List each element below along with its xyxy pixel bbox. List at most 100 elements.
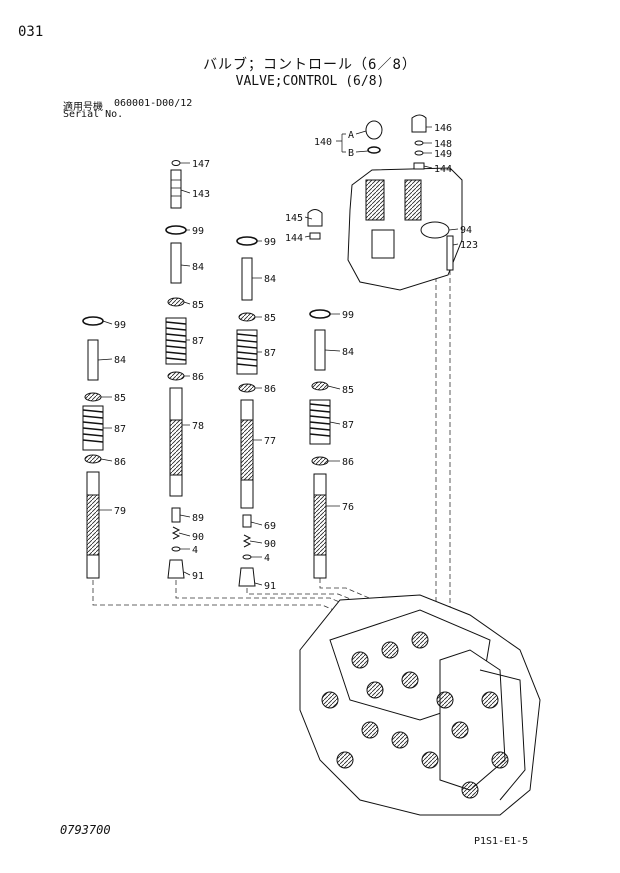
part-89 [171, 507, 181, 523]
part-86 [238, 383, 256, 393]
callout-87: 87 [342, 420, 354, 431]
callout-4: 4 [264, 553, 270, 564]
serial-label-jp: 適用号機 [63, 102, 103, 113]
callout-86: 86 [192, 372, 204, 383]
callout-99: 99 [264, 237, 276, 248]
part-85 [167, 297, 185, 307]
part-147 [171, 160, 181, 166]
part-140-A [365, 120, 383, 140]
callout-99: 99 [342, 310, 354, 321]
part-86 [311, 456, 329, 466]
part-99 [309, 309, 331, 319]
part-90 [171, 526, 181, 540]
cover-assembly [307, 114, 463, 291]
spool-column-1 [165, 160, 187, 579]
page-code: P1S1-E1-5 [474, 836, 529, 847]
page-title-jp: バルブ；コントロール（6／8） [203, 57, 417, 73]
callout-149: 149 [434, 149, 452, 160]
part-123 [446, 235, 454, 271]
callout-69: 69 [264, 521, 276, 532]
part-84 [241, 257, 253, 301]
callout-77: 77 [264, 436, 276, 447]
part-84 [170, 242, 182, 284]
part-145 [307, 209, 323, 227]
part-87 [309, 399, 331, 445]
callout-148: 148 [434, 139, 452, 150]
part-99 [82, 316, 104, 326]
callout-84: 84 [264, 274, 276, 285]
callout-140: 140 [314, 137, 332, 148]
callout-90: 90 [192, 532, 204, 543]
part-148 [414, 140, 424, 146]
part-87 [236, 329, 258, 375]
callout-85: 85 [192, 300, 204, 311]
part-4 [242, 554, 252, 560]
callout-86: 86 [342, 457, 354, 468]
callout-143: 143 [192, 189, 210, 200]
callout-84: 84 [114, 355, 126, 366]
callout-90: 90 [264, 539, 276, 550]
callout-99: 99 [192, 226, 204, 237]
part-87 [165, 317, 187, 365]
callout-labels: 147 143 99 84 85 87 86 78 89 90 4 91 99 … [114, 123, 478, 592]
callout-87: 87 [192, 336, 204, 347]
part-90 [242, 534, 252, 548]
callout-91: 91 [264, 581, 276, 592]
part-99 [165, 225, 187, 235]
callout-144: 144 [434, 164, 452, 175]
part-84 [87, 339, 99, 381]
callout-146: 146 [434, 123, 452, 134]
callout-84: 84 [192, 262, 204, 273]
part-146 [411, 114, 427, 133]
callout-85: 85 [342, 385, 354, 396]
callout-85: 85 [264, 313, 276, 324]
callout-123: 123 [460, 240, 478, 251]
callout-B: B [348, 148, 354, 159]
callout-79: 79 [114, 506, 126, 517]
callout-86: 86 [114, 457, 126, 468]
part-4 [171, 546, 181, 552]
callout-85: 85 [114, 393, 126, 404]
part-99 [236, 236, 258, 246]
part-91 [238, 567, 256, 587]
spool-column-2 [236, 236, 258, 587]
callout-4: 4 [192, 545, 198, 556]
part-144 [309, 232, 321, 240]
part-69 [242, 514, 252, 528]
doc-code: 0793700 [60, 823, 111, 837]
page-number: 031 [18, 24, 44, 40]
part-140-B [367, 146, 381, 154]
serial-label-en: Serial No. [63, 109, 124, 120]
part-85 [84, 392, 102, 402]
callout-99: 99 [114, 320, 126, 331]
callout-78: 78 [192, 421, 204, 432]
callout-87: 87 [264, 348, 276, 359]
callout-147: 147 [192, 159, 210, 170]
callout-A: A [348, 130, 354, 141]
callout-86: 86 [264, 384, 276, 395]
spool-column-3 [82, 316, 104, 579]
page-title-en: VALVE;CONTROL (6/8) [235, 74, 385, 89]
part-149 [414, 150, 424, 156]
callout-84: 84 [342, 347, 354, 358]
leader-lines [97, 126, 459, 586]
part-87 [82, 405, 104, 451]
serial-range: 060001-D00/12 [114, 98, 193, 109]
callout-94: 94 [460, 225, 472, 236]
callout-145: 145 [285, 213, 303, 224]
callout-144: 144 [285, 233, 303, 244]
callout-91: 91 [192, 571, 204, 582]
part-84 [314, 329, 326, 371]
callout-76: 76 [342, 502, 354, 513]
callout-87: 87 [114, 424, 126, 435]
part-86 [167, 371, 185, 381]
part-144 [413, 162, 425, 170]
part-91 [167, 559, 185, 579]
part-85 [238, 312, 256, 322]
valve-body [299, 594, 541, 816]
part-143 [170, 169, 182, 209]
part-86 [84, 454, 102, 464]
part-85 [311, 381, 329, 391]
callout-89: 89 [192, 513, 204, 524]
